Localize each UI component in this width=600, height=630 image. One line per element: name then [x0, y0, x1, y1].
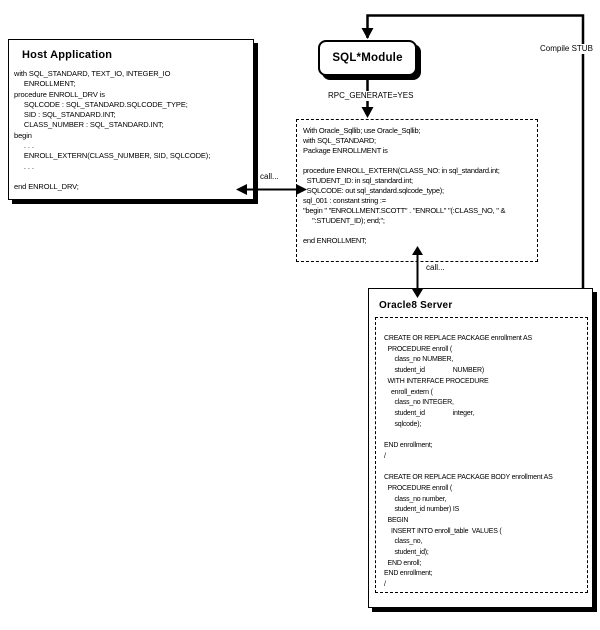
oracle-server-inner-box: CREATE OR REPLACE PACKAGE enrollment AS …: [375, 317, 588, 593]
compile-stub-label: Compile STUB: [538, 44, 595, 54]
sql-module-box: SQL*Module: [318, 40, 417, 76]
rpc-generate-label: RPC_GENERATE=YES: [326, 91, 416, 101]
oracle-server-code: CREATE OR REPLACE PACKAGE enrollment AS …: [384, 335, 553, 589]
host-application-title: Host Application: [22, 49, 113, 61]
call-host-label: call...: [258, 172, 281, 182]
module-spec-code: With Oracle_Sqllib; use Oracle_Sqllib; w…: [303, 126, 506, 245]
call-server-label: call...: [424, 263, 447, 273]
oracle-server-box: Oracle8 Server CREATE OR REPLACE PACKAGE…: [368, 288, 593, 608]
sql-module-title: SQL*Module: [332, 52, 403, 64]
host-application-code: with SQL_STANDARD, TEXT_IO, INTEGER_IO E…: [14, 69, 211, 192]
module-spec-box: With Oracle_Sqllib; use Oracle_Sqllib; w…: [296, 119, 538, 262]
host-application-box: Host Application with SQL_STANDARD, TEXT…: [8, 39, 254, 200]
oracle-server-title: Oracle8 Server: [379, 300, 453, 311]
